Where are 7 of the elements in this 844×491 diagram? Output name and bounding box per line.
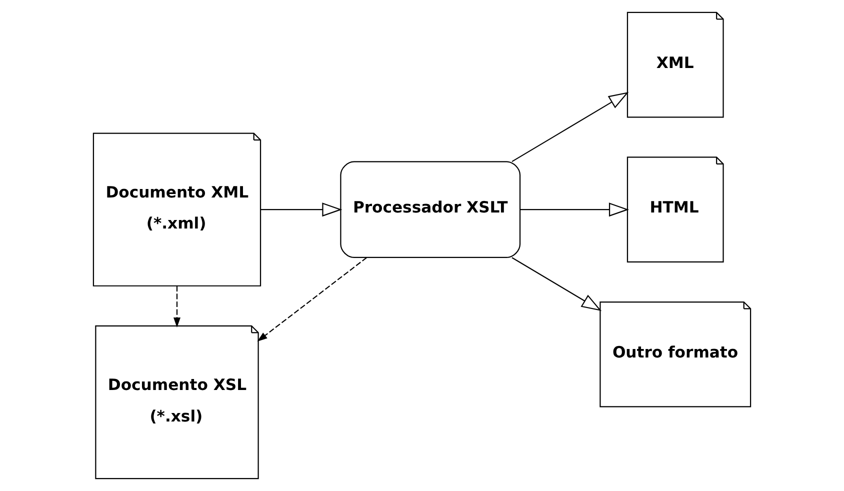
arrow	[512, 257, 602, 312]
arrow	[260, 202, 342, 217]
arrow	[512, 92, 629, 162]
arrow	[173, 286, 180, 328]
node-box: Processador XSLT	[340, 161, 521, 258]
arrow	[257, 257, 368, 342]
arrow	[520, 202, 630, 217]
